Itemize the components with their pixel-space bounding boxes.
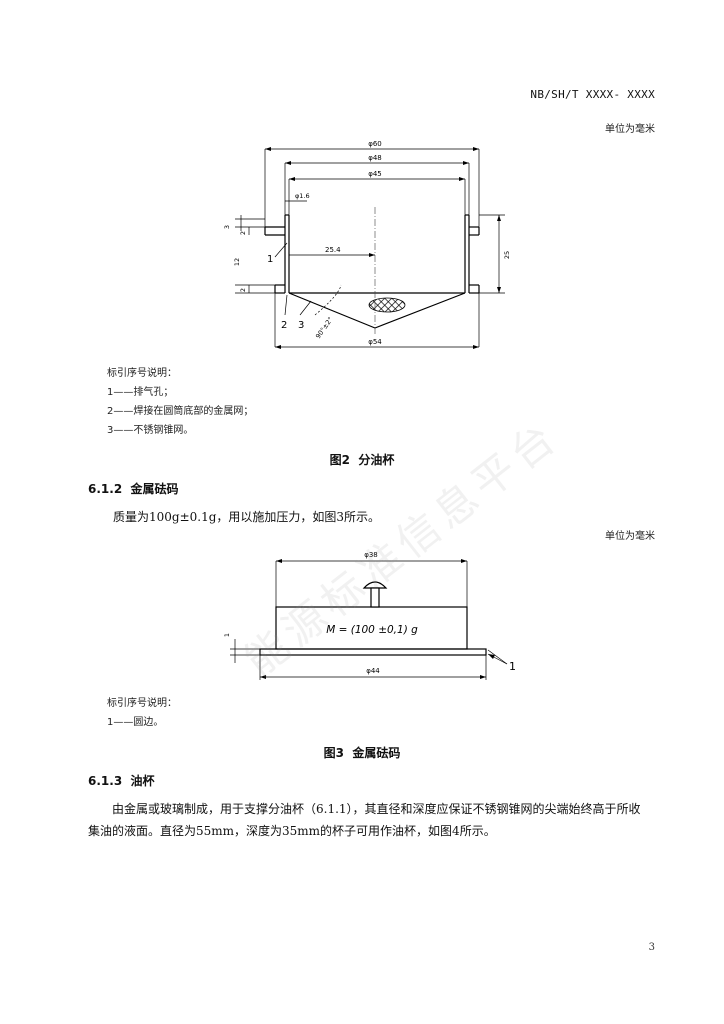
ref-label-1: 1	[267, 254, 273, 265]
dim-d54: φ54	[368, 338, 382, 346]
dim-angle: 90°±2°	[314, 316, 335, 341]
section-6-1-2-heading: 6.1.2 金属砝码	[88, 482, 179, 496]
figure2-legend-item: 3——不锈钢锥网。	[107, 425, 194, 436]
figure2-drawing: φ60 φ48 φ45 φ1.6 25.4 φ54 3 2 12 2 25 90…	[223, 140, 511, 349]
dim-h3: 3	[223, 225, 231, 229]
dim-h1: 1	[223, 633, 231, 637]
figure3-legend-item: 1——圆边。	[107, 717, 164, 728]
dim-d44: φ44	[366, 667, 380, 675]
figure3-legend: 标引序号说明： 1——圆边。	[107, 694, 177, 732]
figure2-caption: 图2 分油杯	[329, 453, 395, 467]
ref-label-1: 1	[509, 660, 516, 673]
figure2-legend-item: 1——排气孔；	[107, 387, 174, 398]
dim-r25-4: 25.4	[325, 246, 341, 254]
figure2-legend-item: 2——焊接在圆筒底部的金属网；	[107, 406, 254, 417]
figure3-legend-title: 标引序号说明：	[107, 698, 177, 709]
figure3-unit-note: 单位为毫米	[605, 531, 655, 542]
page-number: 3	[648, 942, 655, 953]
section-6-1-3-heading: 6.1.3 油杯	[88, 774, 155, 788]
dim-d48: φ48	[368, 154, 382, 162]
ref-label-3: 3	[298, 320, 304, 331]
mass-label: M = (100 ±0,1) g	[326, 624, 418, 636]
dim-d1-6: φ1.6	[295, 192, 310, 200]
standard-number: NB/SH/T XXXX- XXXX	[530, 88, 655, 101]
figure3-drawing: φ38 φ44 1 M = (100 ±0,1) g 1	[223, 551, 516, 680]
dim-d60: φ60	[368, 140, 382, 148]
dim-h2-bottom: 2	[239, 288, 247, 292]
dim-d38: φ38	[364, 551, 378, 559]
dim-h2-top: 2	[239, 231, 247, 235]
section-6-1-3-text: 由金属或玻璃制成，用于支撑分油杯（6.1.1），其直径和深度应保证不锈钢锥网的尖…	[88, 802, 641, 838]
figure2-legend-title: 标引序号说明：	[107, 368, 177, 379]
figure2-unit-note: 单位为毫米	[605, 124, 655, 135]
dim-d45: φ45	[368, 170, 382, 178]
dim-h12: 12	[233, 258, 241, 266]
figure3-caption: 图3 金属砝码	[323, 746, 401, 760]
dim-h25: 25	[503, 251, 511, 259]
section-6-1-2-text: 质量为100g±0.1g，用以施加压力，如图3所示。	[113, 510, 381, 524]
ref-label-2: 2	[281, 320, 287, 331]
figure2-legend: 标引序号说明： 1——排气孔； 2——焊接在圆筒底部的金属网； 3——不锈钢锥网…	[107, 364, 253, 440]
